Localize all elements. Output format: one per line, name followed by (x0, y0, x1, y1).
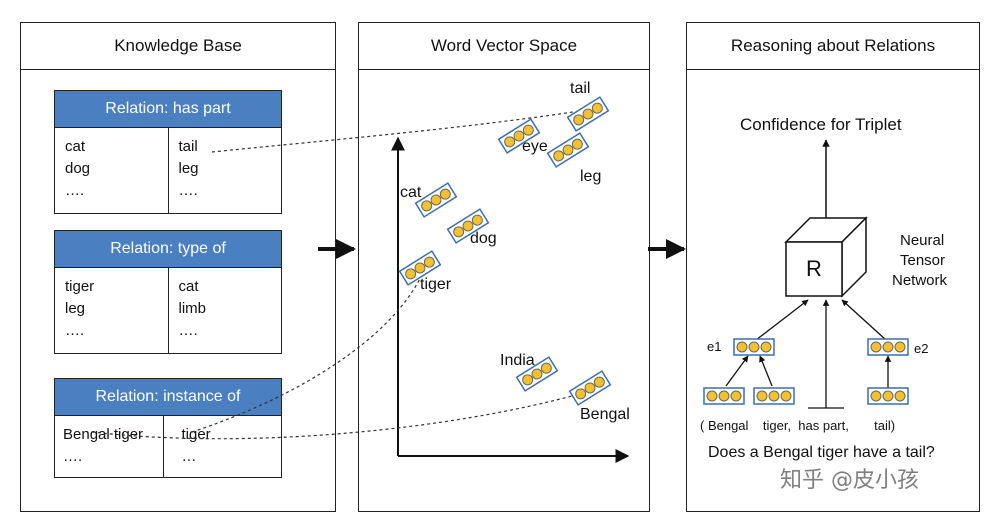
knowledge-base-title: Knowledge Base (21, 23, 335, 70)
confidence-label: Confidence for Triplet (740, 115, 902, 134)
word-label-tail: tail (570, 80, 591, 97)
word-label-india: India (500, 352, 535, 369)
list-item: tail (178, 138, 198, 155)
e1-label: e1 (707, 339, 722, 354)
list-item: cat (178, 278, 199, 295)
relation-left-column: tiger leg …. (55, 268, 168, 353)
word-vector-space-title: Word Vector Space (359, 23, 649, 70)
network-label-2: Tensor (900, 252, 946, 269)
list-item: leg (65, 300, 86, 317)
relation-left-column: cat dog …. (55, 128, 168, 213)
relation-type-of: Relation: type of tiger leg …. cat limb … (54, 230, 282, 354)
list-item: …. (65, 182, 85, 199)
edge-e2-r (841, 299, 887, 341)
reasoning-panel: Reasoning about Relations (686, 22, 980, 512)
edge-e1-r (755, 299, 809, 341)
word-label-leg: leg (580, 168, 602, 185)
word-label-cat: cat (400, 184, 422, 201)
vector-input-tiger (753, 387, 795, 405)
vector-e1 (733, 338, 775, 356)
dashed-link-bengal (91, 391, 584, 440)
list-item: …. (65, 322, 85, 339)
edge-tiger-e1 (759, 355, 773, 387)
reasoning-title: Reasoning about Relations (687, 23, 979, 70)
list-item: limb (178, 300, 207, 317)
list-item: cat (65, 138, 86, 155)
vector-bengal (568, 370, 612, 406)
vector-dog (446, 208, 490, 244)
relation-header: Relation: type of (55, 231, 281, 268)
vector-india (515, 356, 559, 392)
watermark: 知乎 @皮小孩 (780, 468, 919, 493)
list-item: …. (178, 322, 198, 339)
vector-eye (497, 118, 541, 154)
network-label-3: Network (892, 272, 948, 289)
relation-right-column: cat limb …. (167, 268, 282, 353)
dashed-link-tail (211, 107, 587, 153)
vector-input-bengal (703, 387, 745, 405)
dashed-link-tiger (191, 267, 426, 433)
list-item: …. (63, 448, 83, 465)
word-label-tiger: tiger (420, 276, 452, 293)
network-label-1: Neural (900, 232, 945, 249)
list-item: leg (178, 160, 199, 177)
vector-cat (414, 182, 458, 218)
edge-bengal-e1 (725, 355, 749, 387)
word-label-eye: eye (522, 138, 548, 155)
r-cube (784, 216, 868, 298)
question-label: Does a Bengal tiger have a tail? (708, 444, 935, 461)
relation-has-part: Relation: has part cat dog …. tail leg …… (54, 90, 282, 214)
word-label-dog: dog (470, 230, 497, 247)
vector-tail (566, 96, 610, 132)
triplet-label: ( Bengal tiger, has part, tail) (700, 418, 896, 433)
list-item: Bengal tiger (63, 426, 144, 443)
relation-header: Relation: instance of (55, 379, 281, 416)
vector-leg (546, 132, 590, 168)
vector-input-tail (867, 387, 909, 405)
vector-e2 (867, 338, 909, 356)
list-item: … (181, 448, 197, 465)
list-item: dog (65, 160, 91, 177)
list-item: …. (178, 182, 198, 199)
relation-left-column: Bengal tiger …. (55, 416, 163, 477)
relation-right-column: tail leg …. (167, 128, 282, 213)
e2-label: e2 (914, 341, 929, 356)
relation-header: Relation: has part (55, 91, 281, 128)
r-label: R (806, 256, 822, 281)
list-item: tiger (65, 278, 95, 295)
vector-tiger (398, 250, 442, 286)
word-label-bengal: Bengal (580, 406, 630, 423)
relation-instance-of: Relation: instance of Bengal tiger …. ti… (54, 378, 282, 478)
